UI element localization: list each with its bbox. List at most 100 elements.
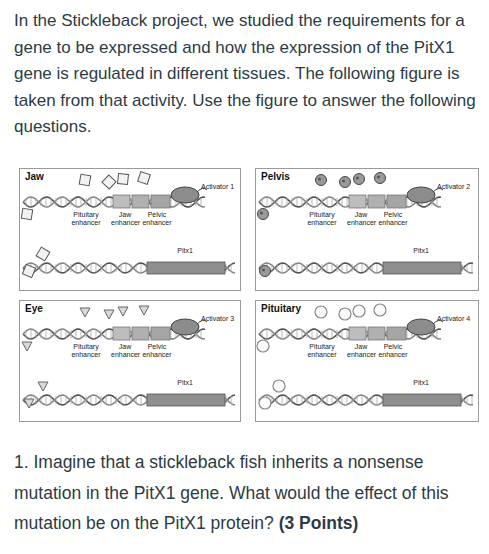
base-pair [66,396,67,404]
base-pair [61,330,62,338]
base-pair [51,264,52,272]
pelvis-activator-token [260,266,271,277]
base-pair [282,264,283,272]
base-pair [56,330,57,338]
pituitary-activator-token [315,306,327,318]
pituitary-activator-token [353,305,365,317]
base-pair [146,396,147,404]
base-pair [317,330,318,338]
base-pair [332,330,333,338]
base-pair [86,264,87,272]
base-pair [367,264,368,272]
base-pair [31,198,32,206]
pelvic-enhancer-block [387,195,406,208]
base-pair [322,330,323,338]
base-pair [317,198,318,206]
base-pair [317,264,318,272]
base-pair [292,396,293,404]
base-pair [342,330,343,338]
jaw-enhancer-block [368,327,385,340]
pituitary-activator-token [257,340,269,352]
base-pair [332,198,333,206]
base-pair [171,330,172,338]
base-pair [332,264,333,272]
enhancer-label: Jaw enhancer [111,211,139,227]
base-pair [111,198,112,206]
base-pair [407,330,408,338]
pelvis-activator-token [340,177,351,188]
panel-heading: Pelvis [260,171,291,182]
base-pair [96,396,97,404]
base-pair [337,330,338,338]
base-pair [46,198,47,206]
pituitary-enhancer-block [349,195,366,208]
base-pair [226,396,227,404]
enhancer-label: Pelvic enhancer [140,211,174,227]
base-pair [41,396,42,404]
enhancer-label: Pelvic enhancer [376,211,410,227]
base-pair [327,198,328,206]
dna-strand [23,395,235,405]
enhancer-label: Pelvic enhancer [376,343,410,359]
enhancer-label: Pelvic enhancer [140,343,174,359]
base-pair [231,264,232,272]
base-pair [81,264,82,272]
base-pair [91,264,92,272]
token-spot [377,176,380,179]
base-pair [91,396,92,404]
jaw-activator-token [118,174,129,185]
base-pair [362,264,363,272]
base-pair [312,264,313,272]
base-pair [51,198,52,206]
base-pair [282,198,283,206]
activator-protein [407,319,435,335]
base-pair [61,198,62,206]
base-pair [282,396,283,404]
base-pair [292,198,293,206]
base-pair [116,264,117,272]
dna-strand [259,263,473,273]
base-pair [367,198,368,206]
base-pair [312,330,313,338]
pituitary-enhancer-block [113,327,130,340]
tissue-panel: PelvisActivator 2Pituitary enhancerJaw e… [255,168,479,291]
base-pair [66,330,67,338]
base-pair [462,396,463,404]
jaw-activator-token [36,247,50,261]
base-pair [437,198,438,206]
base-pair [407,198,408,206]
base-pair [307,330,308,338]
base-pair [337,198,338,206]
base-pair [282,330,283,338]
base-pair [297,198,298,206]
base-pair [131,264,132,272]
base-pair [352,264,353,272]
base-pair [26,330,27,338]
token-spot [262,269,265,272]
jaw-enhancer-block [132,195,149,208]
dna-strand [259,395,473,405]
eye-activator-token [22,342,32,351]
enhancer-label: Pituitary enhancer [302,211,342,227]
base-pair [272,396,273,404]
base-pair [41,330,42,338]
base-pair [272,330,273,338]
base-pair [76,264,77,272]
base-pair [46,264,47,272]
base-pair [462,264,463,272]
intro-paragraph: In the Stickleback project, we studied t… [14,8,478,141]
base-pair [121,264,122,272]
base-pair [201,198,202,206]
base-pair [337,396,338,404]
base-pair [51,396,52,404]
pituitary-activator-token [339,308,351,320]
base-pair [322,264,323,272]
eye-activator-token [38,382,48,391]
base-pair [377,264,378,272]
base-pair [71,198,72,206]
base-pair [312,198,313,206]
base-pair [36,396,37,404]
base-pair [46,396,47,404]
base-pair [111,264,112,272]
base-pair [81,396,82,404]
